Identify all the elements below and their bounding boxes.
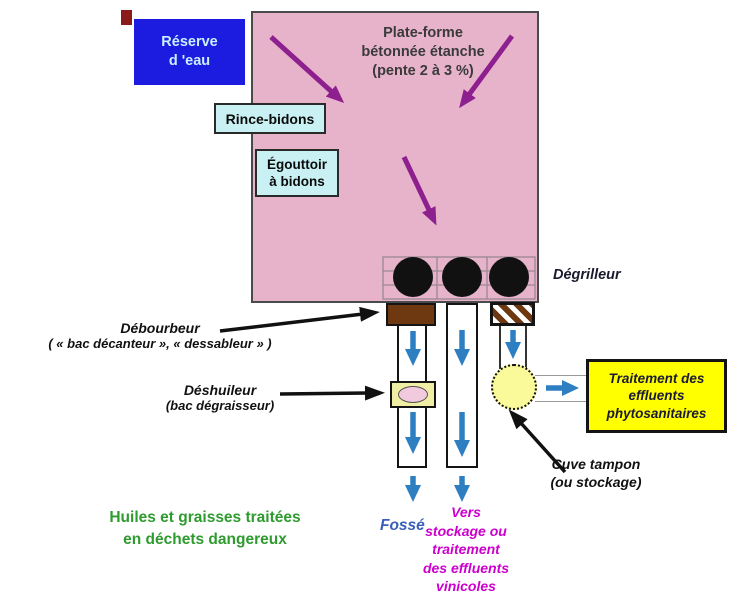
water-reserve-label-line2: d 'eau bbox=[168, 53, 211, 69]
right-channel bbox=[499, 325, 527, 369]
oil-layer-oval bbox=[398, 386, 428, 403]
egouttoir-label-line2: à bidons bbox=[269, 174, 325, 189]
deshuileur-subtitle: (bac dégraisseur) bbox=[165, 398, 275, 413]
egouttoir-box: Égouttoir à bidons bbox=[255, 149, 339, 197]
scan-artifact-mark bbox=[121, 10, 132, 25]
degrilleur-label: Dégrilleur bbox=[553, 267, 621, 283]
egouttoir-label-line1: Égouttoir bbox=[267, 157, 327, 172]
rince-bidons-box: Rince-bidons bbox=[214, 103, 326, 134]
cuve-tampon-label: Cuve tampon (ou stockage) bbox=[521, 455, 671, 491]
debourbeur-title: Débourbeur bbox=[120, 320, 200, 336]
hazardous-waste-line1: Huiles et graisses traitées bbox=[109, 509, 301, 526]
fosse-label: Fossé bbox=[380, 517, 425, 534]
phyto-treatment-line3: phytosanitaires bbox=[606, 405, 707, 421]
middle-channel bbox=[446, 303, 478, 468]
phyto-treatment-box: Traitement des effluents phytosanitaires bbox=[586, 359, 727, 433]
deshuileur-tank bbox=[390, 381, 436, 408]
platform-caption-line2: bétonnée étanche bbox=[361, 44, 485, 60]
debourbeur-tank bbox=[386, 303, 436, 326]
vinicole-line1: Vers bbox=[451, 504, 481, 520]
deshuileur-label: Déshuileur (bac dégraisseur) bbox=[120, 382, 320, 413]
phyto-treatment-line1: Traitement des bbox=[608, 370, 705, 386]
platform-caption: Plate-forme bétonnée étanche (pente 2 à … bbox=[328, 24, 518, 81]
debourbeur-subtitle: ( « bac décanteur », « dessableur » ) bbox=[48, 336, 272, 351]
hazardous-waste-note: Huiles et graisses traitées en déchets d… bbox=[80, 507, 330, 551]
water-reserve-box: Réserve d 'eau bbox=[134, 19, 245, 85]
platform-caption-line1: Plate-forme bbox=[383, 25, 463, 41]
horizontal-channel bbox=[535, 375, 587, 402]
hatched-tank bbox=[490, 302, 535, 326]
vinicole-effluents-note: Vers stockage ou traitement des effluent… bbox=[400, 503, 532, 596]
cuve-tampon-line1: Cuve tampon bbox=[551, 456, 641, 472]
rince-bidons-label: Rince-bidons bbox=[225, 110, 315, 127]
vinicole-line2: stockage ou bbox=[425, 522, 507, 539]
vinicole-line3: traitement bbox=[432, 541, 500, 557]
water-reserve-label-line1: Réserve bbox=[161, 34, 218, 50]
cuve-tampon-line2: (ou stockage) bbox=[550, 474, 642, 490]
vinicole-line5: vinicoles bbox=[436, 578, 496, 594]
buffer-tank-circle bbox=[491, 364, 537, 410]
phyto-treatment-line2: effluents bbox=[628, 388, 685, 404]
hazardous-waste-line2: en déchets dangereux bbox=[123, 531, 287, 548]
vinicole-line4: des effluents bbox=[422, 559, 510, 576]
deshuileur-title: Déshuileur bbox=[183, 382, 257, 398]
debourbeur-label: Débourbeur ( « bac décanteur », « dessab… bbox=[10, 320, 310, 351]
platform-caption-line3: (pente 2 à 3 %) bbox=[372, 63, 474, 79]
